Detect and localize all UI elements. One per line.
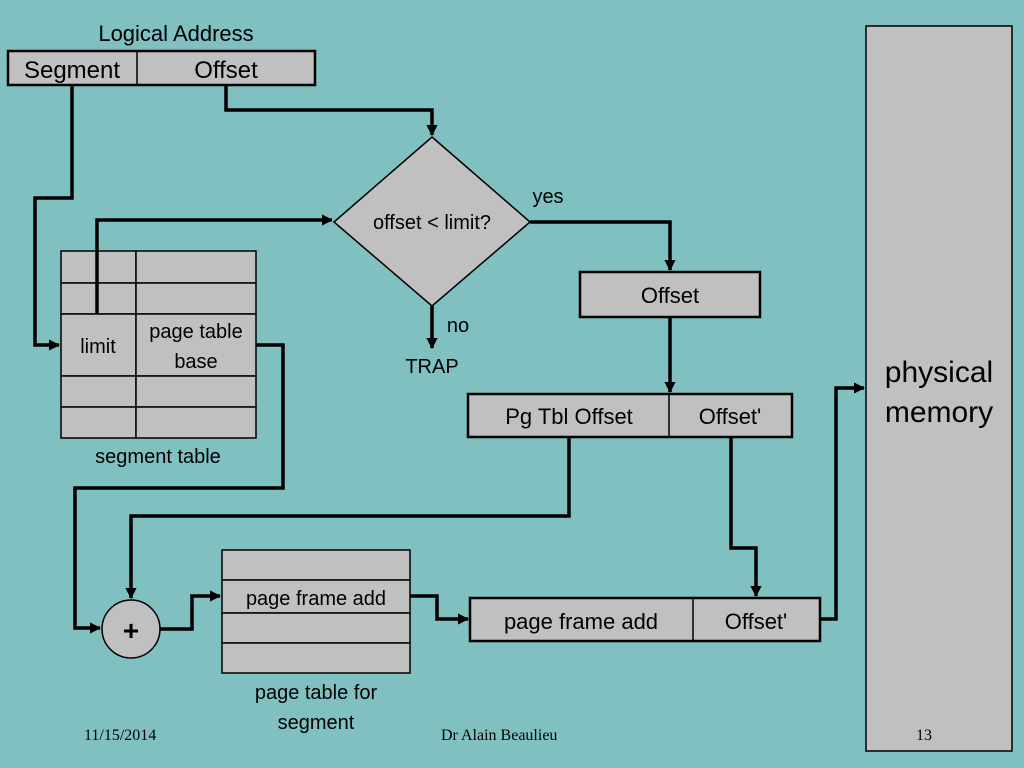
footer-page-number: 13 xyxy=(916,727,932,744)
yes-label: yes xyxy=(532,186,563,208)
limit-to-check-arrow xyxy=(95,214,334,314)
offset-to-check-arrow xyxy=(224,85,438,137)
page-table-base-label-line2: base xyxy=(174,351,217,373)
pg-tbl-offset-label: Pg Tbl Offset xyxy=(505,404,633,429)
base-to-adder-arrow xyxy=(73,343,285,634)
segment-table-caption: segment table xyxy=(95,446,221,468)
physical-address-box: page frame add Offset' xyxy=(468,596,822,643)
frame-to-physical-arrow xyxy=(410,594,470,625)
segment-field-label: Segment xyxy=(24,57,120,84)
limit-check-text: offset < limit? xyxy=(373,212,491,234)
page-table-caption-line1: page table for xyxy=(255,682,378,704)
segment-to-table-arrow xyxy=(33,85,74,351)
page-table-base-label-line1: page table xyxy=(149,321,242,343)
trap-label: TRAP xyxy=(405,356,458,378)
yes-to-offset-arrow xyxy=(530,220,676,272)
physical-offset-label: Offset' xyxy=(725,609,788,634)
adder-to-page-table-arrow xyxy=(160,590,222,631)
page-table: page frame add xyxy=(221,549,411,674)
physical-frame-label: page frame add xyxy=(504,609,658,634)
offset-box: Offset xyxy=(578,270,762,319)
physical-memory-label-line1: physical xyxy=(885,356,993,389)
page-frame-add-entry: page frame add xyxy=(246,588,386,610)
adder-symbol: + xyxy=(123,615,139,646)
logical-address-box: Segment Offset xyxy=(6,49,317,87)
footer-date: 11/15/2014 xyxy=(84,727,157,744)
limit-check-diamond: offset < limit? xyxy=(332,136,532,307)
physical-to-memory-arrow xyxy=(820,382,866,621)
no-label: no xyxy=(447,315,469,337)
physical-memory-label-line2: memory xyxy=(885,396,993,429)
pg-tbl-offset-box: Pg Tbl Offset Offset' xyxy=(466,392,794,439)
physical-memory-block: physical memory xyxy=(865,25,1013,752)
offset-box-label: Offset xyxy=(641,283,699,308)
pgtbl-offset-to-adder-arrow xyxy=(125,437,571,600)
segment-table: limit page table base xyxy=(60,250,257,439)
adder-circle: + xyxy=(101,599,161,659)
limit-entry-label: limit xyxy=(80,336,116,358)
logical-address-title: Logical Address xyxy=(98,21,253,46)
offset-prime-label: Offset' xyxy=(699,404,762,429)
footer-author: Dr Alain Beaulieu xyxy=(441,727,558,744)
page-table-caption-line2: segment xyxy=(278,712,355,734)
offset-prime-to-physical-arrow xyxy=(729,437,762,598)
offset-field-label: Offset xyxy=(194,57,258,84)
